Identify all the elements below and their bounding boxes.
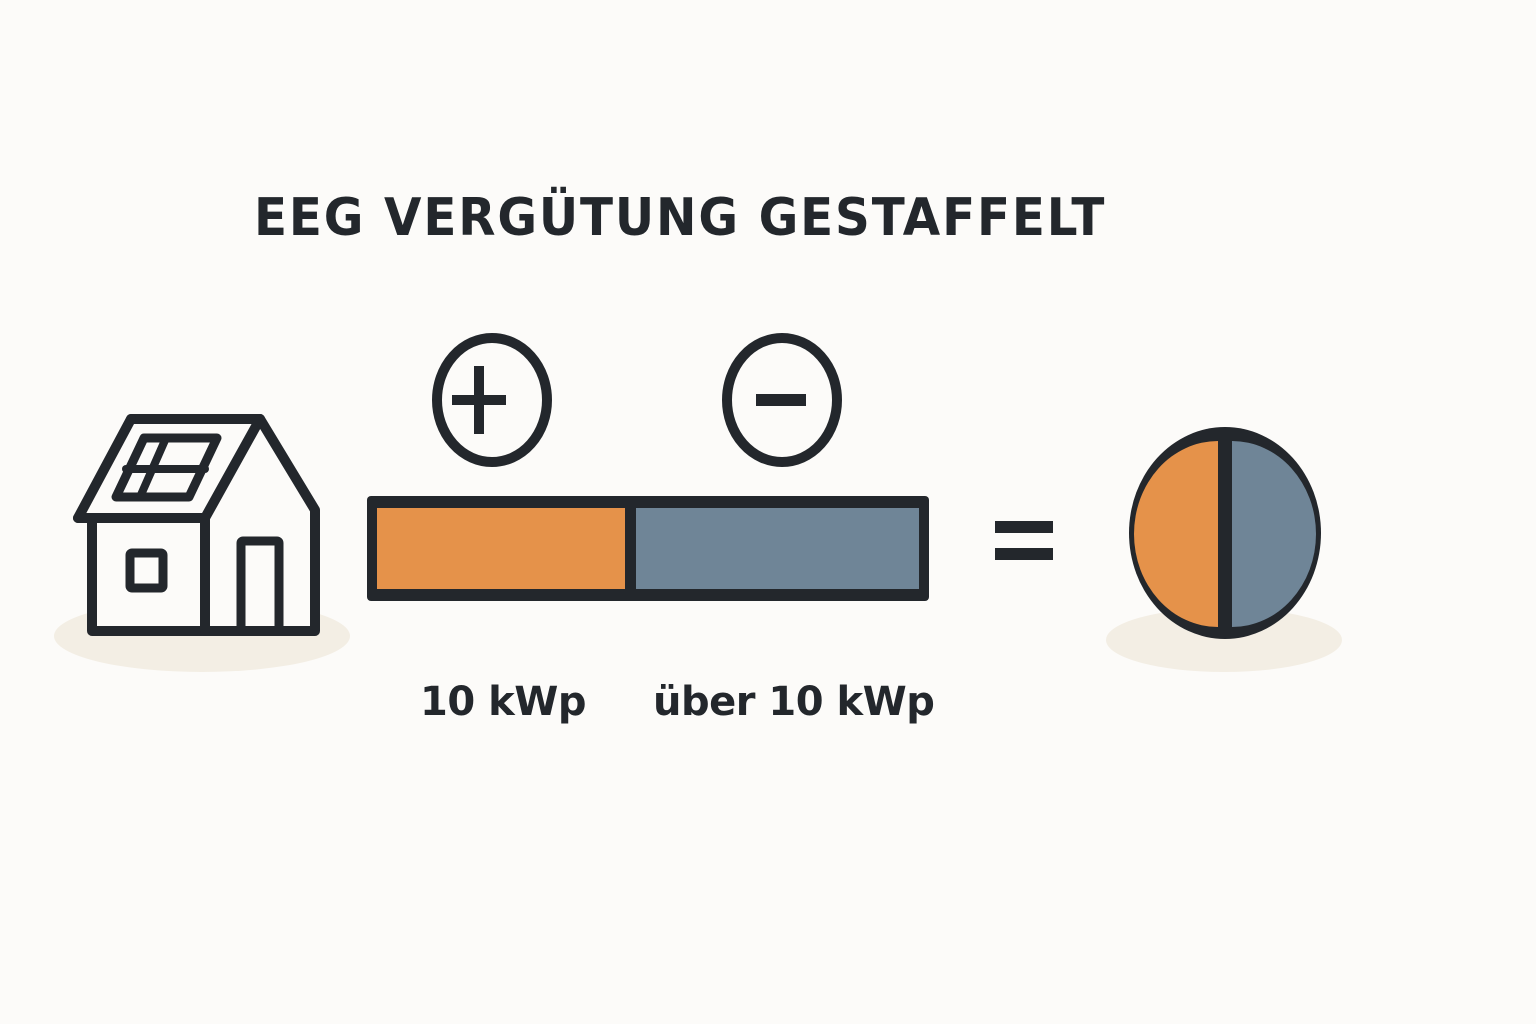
door-icon <box>236 536 284 636</box>
bar-segment-low <box>377 508 625 589</box>
house-with-solar-panel-icon <box>73 414 320 636</box>
page-title: EEG VERGÜTUNG GESTAFFELT <box>254 188 1107 248</box>
equals-icon <box>995 521 1053 560</box>
split-circle-icon <box>1129 427 1321 639</box>
bar-segment-high <box>636 508 919 589</box>
window-icon <box>125 548 168 593</box>
solar-panel-icon <box>111 433 222 502</box>
tier-label-low: 10 kWp <box>420 679 586 725</box>
plus-circle-icon <box>432 333 552 467</box>
circle-shadow <box>1106 608 1342 672</box>
tier-label-high: über 10 kWp <box>653 679 935 725</box>
tiered-bar <box>367 496 929 601</box>
minus-circle-icon <box>722 333 842 467</box>
